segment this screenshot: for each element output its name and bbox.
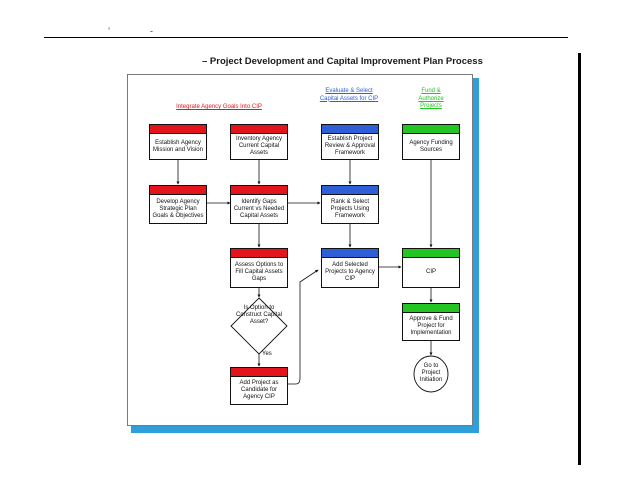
node-agency-funding: Agency Funding Sources: [402, 124, 460, 160]
node-label: Establish Agency Mission and Vision: [153, 139, 203, 153]
yes-label: Yes: [262, 351, 272, 357]
node-label: Add Selected Projects to Agency CIP: [325, 262, 375, 282]
node-add-selected: Add Selected Projects to Agency CIP: [321, 248, 379, 288]
node-label: Develop Agency Strategic Plan Goals & Ob…: [152, 198, 204, 219]
column-header-integrate: Integrate Agency Goals Into CIP: [176, 104, 262, 110]
node-label: Approve & Fund Project for Implementatio…: [409, 316, 453, 336]
end-circle: [413, 355, 449, 393]
node-develop-plan: Develop Agency Strategic Plan Goals & Ob…: [149, 185, 207, 224]
node-label: Identify Gaps Current vs Needed Capital …: [233, 198, 285, 219]
node-rank-select: Rank & Select Projects Using Framework: [321, 185, 379, 224]
right-border-bar: [578, 53, 581, 465]
column-header-evaluate: Evaluate & Select Capital Assets for CIP: [319, 88, 379, 102]
end-circle-label: Go to Project Initiation: [419, 363, 443, 383]
node-establish-mission: Establish Agency Mission and Vision: [149, 124, 207, 160]
node-bar-green: [403, 249, 459, 258]
node-bar-green: [403, 304, 459, 313]
node-bar-blue: [322, 125, 378, 134]
header-mark-2: -: [150, 26, 153, 36]
node-assess-options: Assess Options to Fill Capital Assets Ga…: [230, 248, 288, 288]
node-bar-red: [231, 249, 287, 258]
node-label: Rank & Select Projects Using Framework: [330, 198, 370, 219]
node-bar-green: [403, 125, 459, 134]
node-label: Assess Options to Fill Capital Assets Ga…: [234, 262, 284, 282]
node-inventory-assets: Inventory Agency Current Capital Assets: [230, 124, 288, 160]
node-bar-red: [231, 186, 287, 195]
header-mark-1: ’: [108, 26, 110, 36]
node-label: Inventory Agency Current Capital Assets: [235, 136, 283, 156]
node-cip: CIP: [402, 248, 460, 288]
column-header-fund: Fund & Authorize Projects: [418, 88, 444, 109]
node-label: Establish Project Review & Approval Fram…: [324, 136, 376, 156]
node-bar-red: [231, 125, 287, 134]
node-bar-blue: [322, 186, 378, 195]
node-bar-red: [150, 186, 206, 195]
node-establish-framework: Establish Project Review & Approval Fram…: [321, 124, 379, 160]
node-bar-blue: [322, 249, 378, 258]
node-identify-gaps: Identify Gaps Current vs Needed Capital …: [230, 185, 288, 224]
node-add-candidate: Add Project as Candidate for Agency CIP: [230, 367, 288, 405]
decision-label: Is Option to Construct Capital Asset?: [235, 305, 283, 325]
diagram-title: – Project Development and Capital Improv…: [202, 56, 483, 67]
node-approve-fund: Approve & Fund Project for Implementatio…: [402, 303, 460, 341]
top-rule: [44, 37, 568, 38]
arrow-candidate-to-add-selected: [288, 269, 319, 385]
node-label: Add Project as Candidate for Agency CIP: [239, 380, 279, 400]
node-bar-red: [231, 368, 287, 377]
node-label: Agency Funding Sources: [409, 139, 453, 153]
node-label: CIP: [425, 269, 436, 275]
decision-diamond: [230, 297, 288, 355]
node-bar-red: [150, 125, 206, 134]
